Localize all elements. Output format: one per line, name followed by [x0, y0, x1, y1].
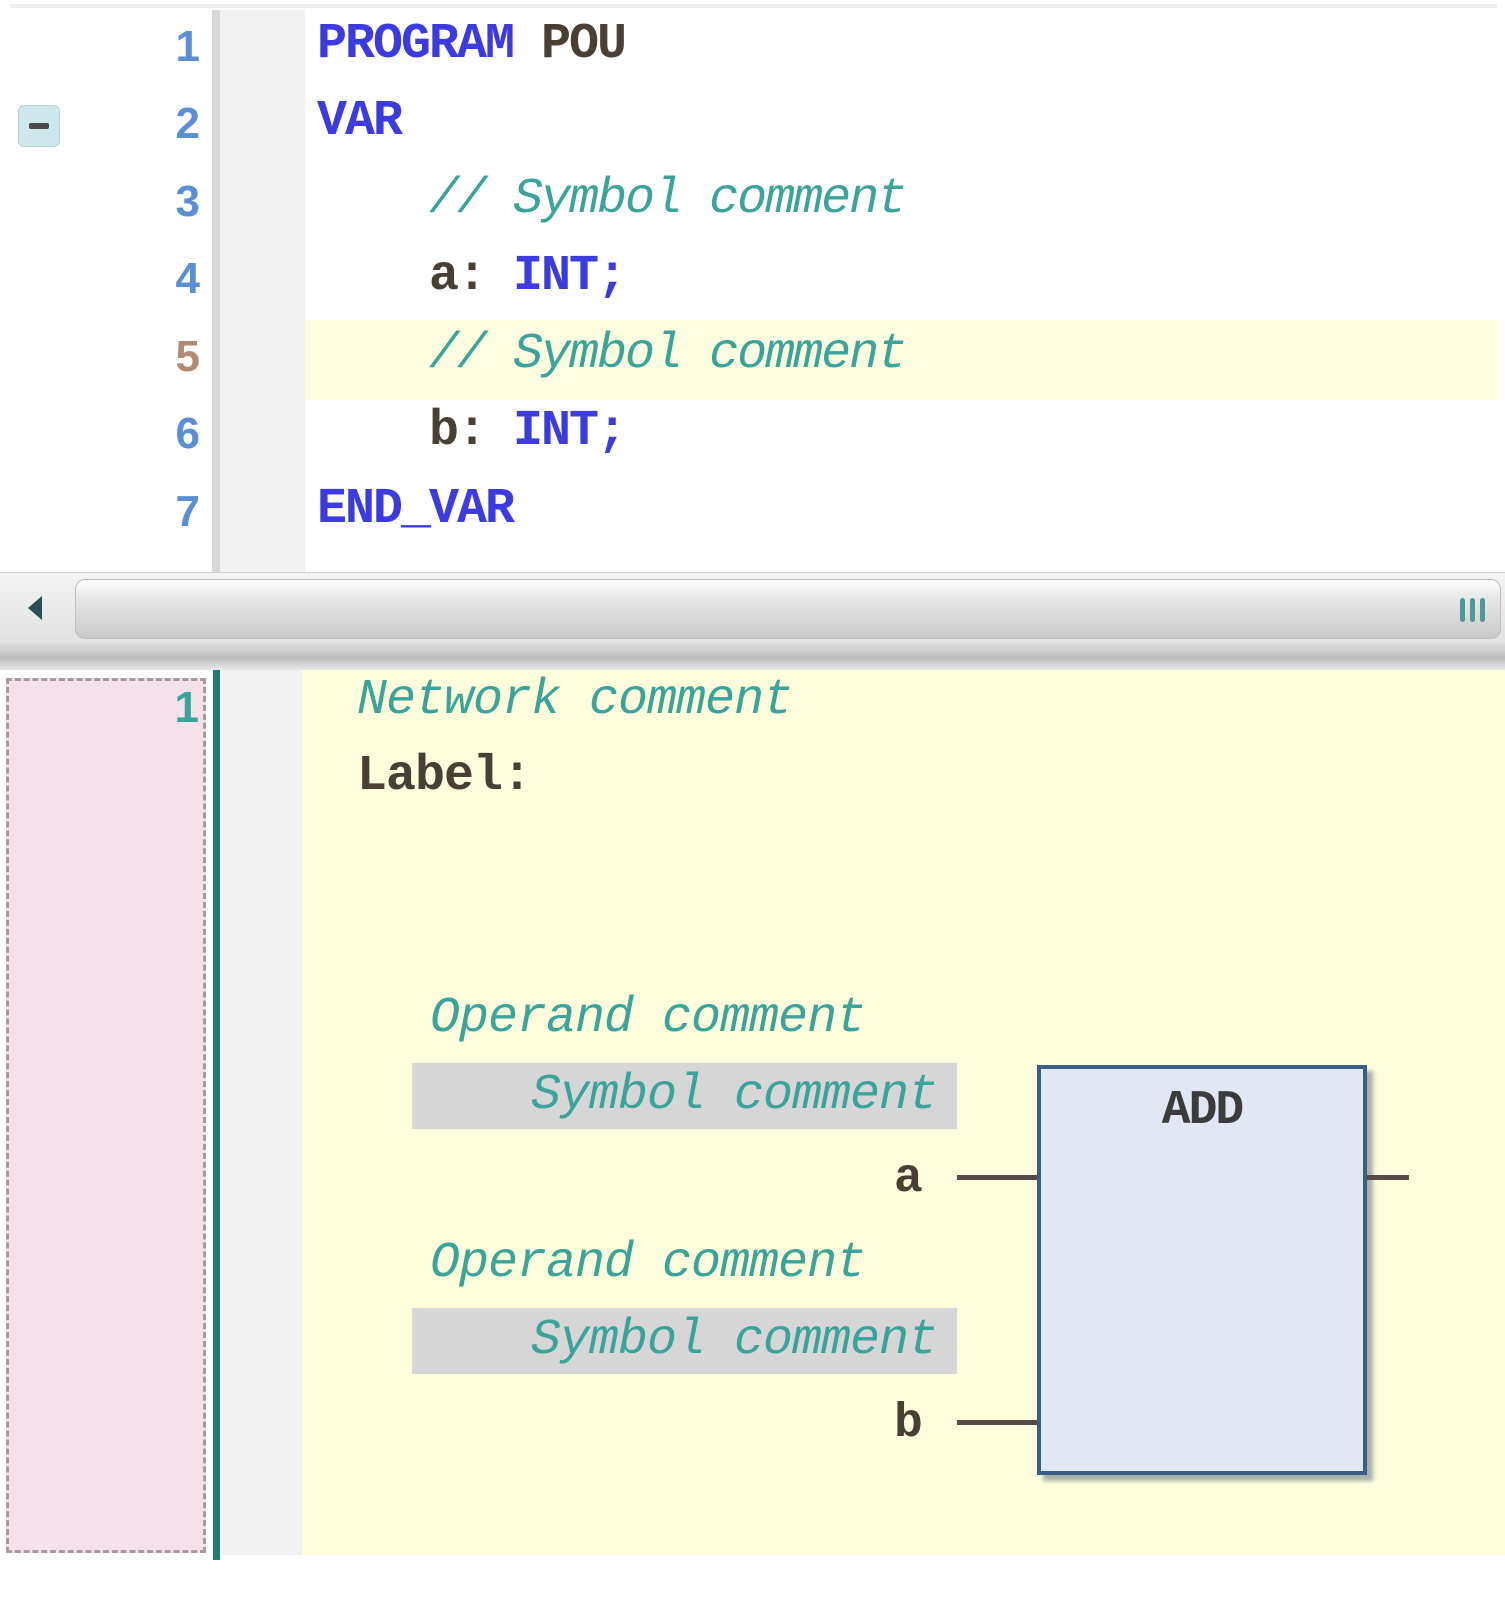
code-area[interactable]: PROGRAM POU VAR // Symbol comment a: INT… [305, 10, 1497, 585]
editor-top-border [10, 4, 1497, 8]
input-wire-b [957, 1420, 1039, 1425]
keyword: END_VAR [317, 481, 515, 538]
current-line-number: 5 [175, 332, 200, 381]
input-operand-b[interactable]: b [894, 1397, 923, 1451]
keyword: PROGRAM [317, 16, 515, 73]
network-margin [222, 670, 302, 1555]
identifier: POU [513, 16, 627, 73]
symbol-comment: Symbol comment [530, 1067, 938, 1124]
identifier: b: [317, 403, 514, 460]
identifier: a: [317, 248, 514, 305]
operand-comment: Operand comment [430, 1235, 866, 1292]
declaration-editor[interactable]: PROGRAM POU VAR // Symbol comment a: INT… [0, 0, 1505, 585]
line-number: 2 [175, 99, 200, 148]
symbol-comment-box: Symbol comment [412, 1063, 957, 1129]
symbol-comment-box: Symbol comment [412, 1308, 957, 1374]
horizontal-scrollbar[interactable] [0, 572, 1505, 641]
keyword: INT; [513, 248, 627, 305]
collapse-minus-icon[interactable] [18, 105, 60, 147]
network-canvas[interactable]: Network comment Label: Operand comment S… [302, 670, 1505, 1555]
input-operand-a[interactable]: a [894, 1152, 923, 1206]
network-number-cell[interactable]: 1 [6, 678, 206, 1553]
comment: // Symbol comment [317, 171, 907, 228]
line-number: 3 [175, 177, 200, 226]
line-number: 7 [175, 487, 200, 536]
line-number: 1 [175, 22, 200, 71]
network-label[interactable]: Label: [357, 748, 532, 805]
scroll-left-arrow-icon[interactable] [0, 579, 70, 637]
scrollbar-thumb[interactable] [75, 579, 1501, 639]
symbol-comment: Symbol comment [530, 1312, 938, 1369]
scroll-grip-icon [1460, 598, 1490, 624]
keyword: VAR [317, 93, 403, 150]
comment: // Symbol comment [317, 326, 907, 383]
network-selection-bar [213, 670, 220, 1560]
line-number: 6 [175, 409, 200, 458]
operand-comment: Operand comment [430, 990, 866, 1047]
code-line[interactable]: END_VAR [305, 475, 1497, 555]
network-comment[interactable]: Network comment [357, 672, 793, 729]
code-line[interactable]: // Symbol comment [305, 165, 1497, 245]
editor-margin [220, 10, 305, 585]
function-block-name: ADD [1161, 1084, 1244, 1138]
line-number: 4 [175, 254, 200, 303]
add-function-block[interactable]: ADD [1037, 1065, 1367, 1475]
fbd-network-editor[interactable]: 1 Network comment Label: Operand comment… [0, 670, 1505, 1617]
code-line[interactable]: PROGRAM POU [305, 10, 1497, 90]
input-wire-a [957, 1175, 1039, 1180]
keyword: INT; [513, 403, 627, 460]
code-line[interactable]: b: INT; [305, 397, 1497, 477]
current-code-line[interactable]: // Symbol comment [305, 320, 1497, 400]
output-wire [1367, 1175, 1409, 1180]
code-line[interactable]: a: INT; [305, 242, 1497, 322]
pane-splitter[interactable] [0, 640, 1505, 670]
network-number: 1 [174, 683, 199, 732]
code-line[interactable]: VAR [305, 87, 1497, 167]
gutter-separator [212, 10, 220, 585]
